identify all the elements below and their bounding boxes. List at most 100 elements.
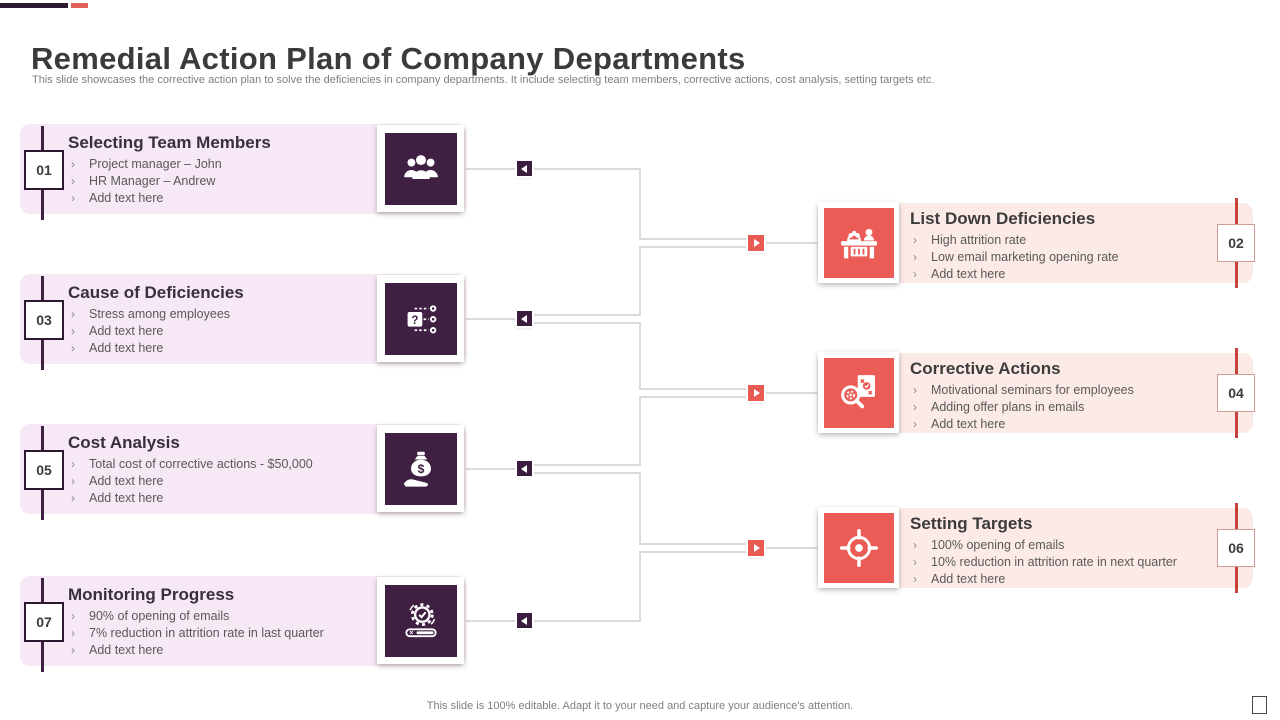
- step-card-05: 05 Cost Analysis ›Total cost of correcti…: [20, 424, 466, 520]
- step-title: Setting Targets: [910, 514, 1033, 533]
- triangle-left-icon: [521, 464, 527, 473]
- chevron-bullet-icon: ›: [913, 555, 917, 569]
- step-bullet-list: › Total cost of corrective actions - $50,…: [68, 456, 370, 507]
- step-bullet-list: ›Stress among employees › Add text here ›…: [68, 306, 370, 357]
- chevron-bullet-icon: ›: [913, 417, 917, 431]
- triangle-right-icon: [753, 239, 760, 247]
- step-icon-frame: $: [377, 425, 464, 512]
- chevron-bullet-icon: ›: [913, 267, 917, 281]
- bullet-text: Add text here: [931, 572, 1006, 586]
- bullet-item: ›HR Manager – Andrew: [68, 173, 370, 190]
- chevron-bullet-icon: ›: [913, 250, 917, 264]
- chevron-bullet-icon: ›: [71, 491, 75, 505]
- step-icon-frame: [818, 352, 899, 433]
- triangle-left-icon: [521, 314, 527, 323]
- bullet-item: › Low email marketing opening rate: [910, 249, 1191, 266]
- bullet-item: › 10% reduction in attrition rate in next…: [910, 554, 1191, 571]
- step-title: List Down Deficiencies: [910, 209, 1096, 228]
- footer-note: This slide is 100% editable. Adapt it to…: [426, 700, 854, 712]
- bullet-item: › Add text here: [910, 416, 1191, 433]
- bullet-item: › Add text here: [68, 490, 370, 507]
- chevron-bullet-icon: ›: [71, 341, 75, 355]
- bullet-text: Add text here: [89, 643, 164, 657]
- triangle-left-icon: [521, 164, 527, 173]
- bullet-item: ›Add text here: [68, 190, 370, 207]
- desk-icon: [823, 207, 894, 278]
- bullet-text: Add text here: [931, 417, 1006, 431]
- bullet-item: › Add text here: [68, 340, 370, 357]
- arrow-right-node-02: [748, 235, 764, 251]
- bullet-item: ›Add text here: [910, 266, 1191, 283]
- chevron-bullet-icon: ›: [913, 383, 917, 397]
- step-icon-frame: [377, 125, 464, 212]
- magnifier-doc-icon: [823, 357, 894, 428]
- bullet-text: 90% of opening of emails: [89, 609, 230, 623]
- chevron-bullet-icon: ›: [71, 474, 75, 488]
- gear-progress-icon: ✕: [384, 584, 457, 657]
- chevron-bullet-icon: ›: [71, 174, 75, 188]
- triangle-right-icon: [753, 389, 760, 397]
- svg-text:$: $: [417, 461, 424, 475]
- bullet-text: Add text here: [89, 341, 164, 355]
- step-bullet-list: › 100% opening of emails › 10% reduction i…: [910, 537, 1191, 588]
- svg-text:✕: ✕: [409, 630, 414, 636]
- arrow-right-node-06: [748, 540, 764, 556]
- step-card-02: 02 List Down Deficiencies ›High attritio…: [817, 198, 1255, 288]
- bullet-item: › 100% opening of emails: [910, 537, 1191, 554]
- step-card-01: 01 Selecting Team Members › Project manag…: [20, 124, 466, 220]
- step-title: Monitoring Progress: [68, 585, 235, 604]
- team-icon: [384, 132, 457, 205]
- step-title: Cost Analysis: [68, 433, 180, 452]
- step-number-badge: 01: [24, 150, 64, 190]
- triangle-right-icon: [753, 544, 760, 552]
- question-flow-icon: ?: [384, 282, 457, 355]
- bullet-text: Project manager – John: [89, 157, 222, 171]
- chevron-bullet-icon: ›: [71, 191, 75, 205]
- chevron-bullet-icon: ›: [913, 572, 917, 586]
- arrow-left-node-03: [517, 311, 532, 326]
- step-icon-frame: ?: [377, 275, 464, 362]
- step-card-07: 07 Monitoring Progress ›90% of opening o…: [20, 576, 466, 672]
- step-title: Corrective Actions: [910, 359, 1061, 378]
- bullet-item: › 7% reduction in attrition rate in last …: [68, 625, 370, 642]
- page-title: Remedial Action Plan of Company Departme…: [31, 40, 746, 76]
- bullet-text: Low email marketing opening rate: [931, 250, 1119, 264]
- chevron-bullet-icon: ›: [71, 626, 75, 640]
- bullet-text: 7% reduction in attrition rate in last q…: [89, 626, 324, 640]
- chevron-bullet-icon: ›: [71, 307, 75, 321]
- step-bullet-list: ›Motivational seminars for employees ›Ad…: [910, 382, 1191, 433]
- bullet-item: ›High attrition rate: [910, 232, 1191, 249]
- step-bullet-list: ›High attrition rate › Low email marketin…: [910, 232, 1191, 283]
- bullet-text: Adding offer plans in emails: [931, 400, 1085, 414]
- step-card-04: 04 Corrective Actions ›Motivational semi…: [817, 348, 1255, 438]
- arrow-right-node-04: [748, 385, 764, 401]
- bullet-item: ›Adding offer plans in emails: [910, 399, 1191, 416]
- bullet-text: 100% opening of emails: [931, 538, 1065, 552]
- step-icon-frame: [818, 202, 899, 283]
- step-number: 01: [36, 162, 52, 178]
- page-subtitle: This slide showcases the corrective acti…: [32, 74, 935, 86]
- chevron-bullet-icon: ›: [913, 538, 917, 552]
- corner-placeholder-box: [1252, 696, 1267, 714]
- chevron-bullet-icon: ›: [71, 324, 75, 338]
- step-card-06: 06 Setting Targets › 100% opening of emai…: [817, 503, 1255, 593]
- header-accent-bar-red: [71, 3, 88, 8]
- step-title: Selecting Team Members: [68, 133, 271, 152]
- bullet-text: Add text here: [89, 491, 164, 505]
- step-number: 02: [1228, 235, 1244, 251]
- bullet-item: ›Stress among employees: [68, 306, 370, 323]
- step-number: 06: [1228, 540, 1244, 556]
- bullet-text: 10% reduction in attrition rate in next …: [931, 555, 1177, 569]
- step-bullet-list: › Project manager – John ›HR Manager – An…: [68, 156, 370, 207]
- bullet-item: ›Add text here: [68, 473, 370, 490]
- step-card-03: 03 Cause of Deficiencies ›Stress among e…: [20, 274, 466, 370]
- bullet-text: Total cost of corrective actions - $50,0…: [89, 457, 313, 471]
- step-number-badge: 06: [1217, 529, 1255, 567]
- step-icon-frame: ✕: [377, 577, 464, 664]
- step-number-badge: 07: [24, 602, 64, 642]
- step-title: Cause of Deficiencies: [68, 283, 244, 302]
- bullet-item: ›90% of opening of emails: [68, 608, 370, 625]
- arrow-left-node-05: [517, 461, 532, 476]
